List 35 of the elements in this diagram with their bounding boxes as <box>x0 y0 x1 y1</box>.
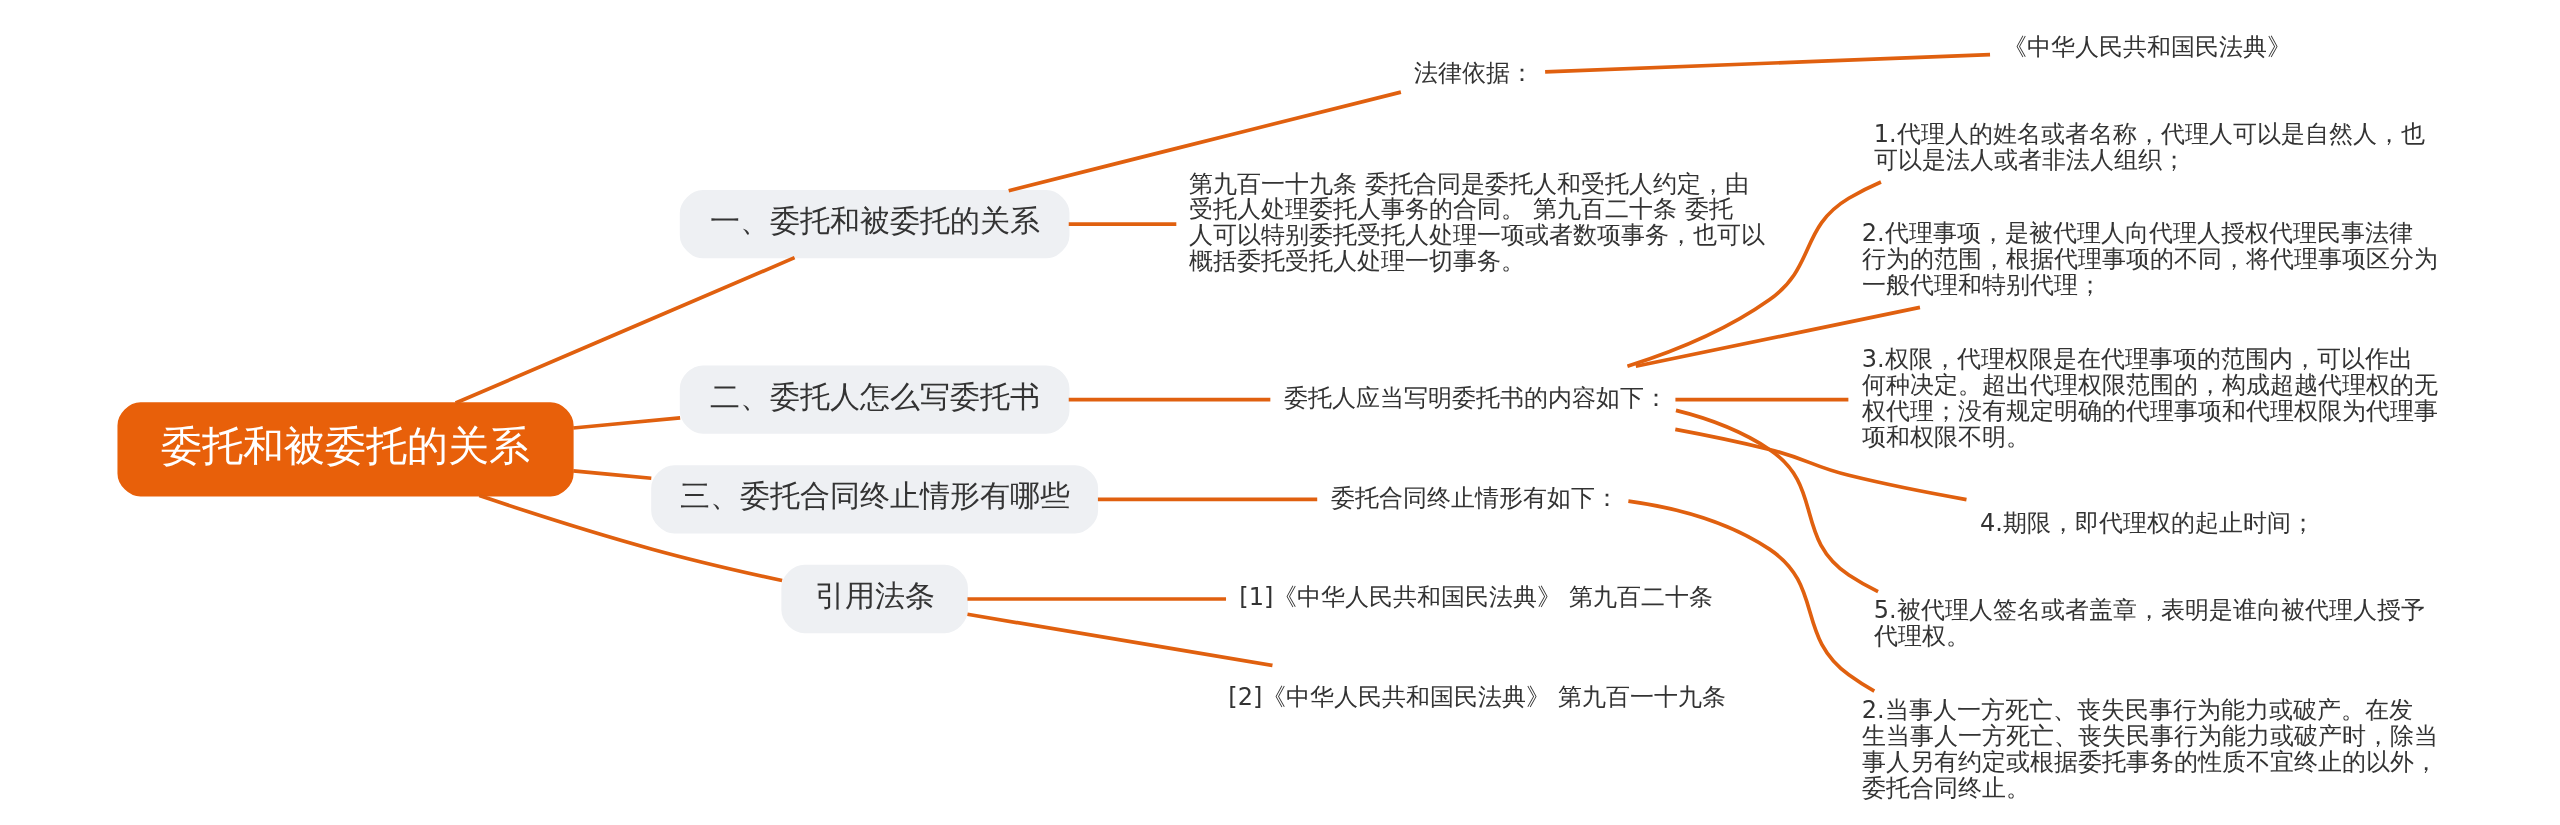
node-text: 4.期限，即代理权的起止时间； <box>1979 509 2315 538</box>
node-text: 委托人应当写明委托书的内容如下： <box>1283 383 1668 412</box>
node-text: [2]《中华人民共和国民法典》 第九百一十九条 <box>1228 683 1726 712</box>
connector <box>1675 408 1879 594</box>
connector <box>573 469 652 481</box>
connector <box>478 493 783 583</box>
connector <box>573 416 681 430</box>
connector <box>1068 222 1177 226</box>
node-box: 一、委托和被委托的关系 <box>679 189 1070 259</box>
node-text: 2.代理事项，是被代理人向代理人授权代理民事法律行为的范围，根据代理事项的不同，将代理事项区分为一般代理和特别代理； <box>1861 219 2438 300</box>
connector <box>1068 397 1271 402</box>
node-text: 第九百一十九条 委托合同是委托人和受托人约定，由受托人处理委托人事务的合同。 第九百二十条 委托人可以特别委托受托人处理一项或者数项事务，也可以概括委托受托人处理一切事务。 <box>1189 169 1766 276</box>
node-box: 委托和被委托的关系 <box>117 402 574 497</box>
node-text: 委托合同终止情形有如下： <box>1330 483 1619 512</box>
node-text: 2.当事人一方死亡、丧失民事行为能力或破产。在发生当事人一方死亡、丧失民事行为能力或破产时，除当事人另有约定或根据委托事务的性质不宜终止的以外，委托合同终止。 <box>1861 695 2438 802</box>
connector <box>1097 497 1318 502</box>
connector <box>1626 180 1882 369</box>
node-text: 5.被代理人签名或者盖章，表明是谁向被代理人授予代理权。 <box>1873 596 2425 651</box>
connector <box>1545 52 1991 74</box>
connector <box>454 255 796 405</box>
node-text: 法律依据： <box>1413 58 1534 87</box>
node-text: [1]《中华人民共和国民法典》 第九百二十条 <box>1239 583 1713 612</box>
connector <box>967 612 1273 668</box>
connector <box>967 597 1227 601</box>
node-text: 《中华人民共和国民法典》 <box>2003 32 2292 61</box>
node-text: 1.代理人的姓名或者名称，代理人可以是自然人，也可以是法人或者非法人组织； <box>1873 119 2425 174</box>
node-box: 三、委托合同终止情形有哪些 <box>651 465 1099 534</box>
connector <box>1635 305 1921 369</box>
connector <box>1675 397 1849 402</box>
node-text: 3.权限，代理权限是在代理事项的范围内，可以作出何种决定。超出代理权限范围的，构成超越代理权的无权代理；没有规定明确的代理事项和代理权限为代理事项和权限不明。 <box>1861 345 2438 451</box>
node-box: 引用法条 <box>781 564 968 634</box>
connector <box>1674 427 1967 502</box>
connector <box>1008 90 1402 193</box>
connector <box>1628 499 1876 693</box>
node-box: 二、委托人怎么写委托书 <box>679 365 1070 434</box>
